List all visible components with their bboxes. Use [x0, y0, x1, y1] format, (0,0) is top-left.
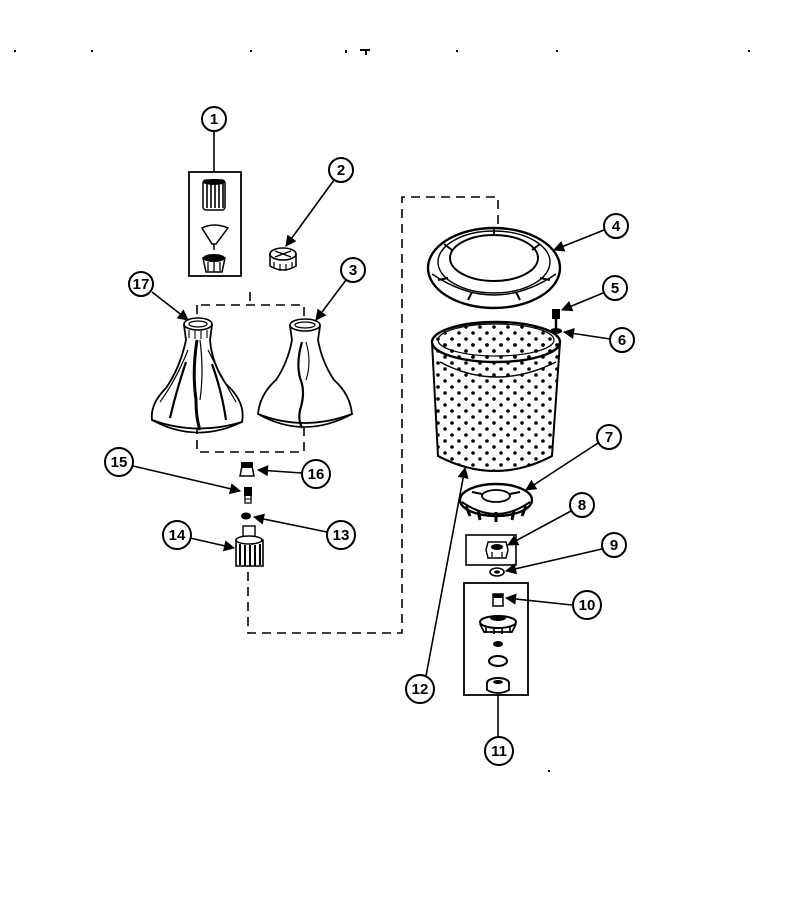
callout-16: 16 [256, 459, 331, 489]
part-9-nut [489, 567, 505, 577]
callout-10: 10 [504, 590, 602, 620]
callout-label-13: 13 [333, 527, 350, 544]
part-8-spanner-nut [465, 534, 517, 566]
part-17-agitator [150, 317, 244, 434]
part-13-washer [241, 512, 251, 520]
callout-2: 2 [285, 157, 354, 247]
callout-15: 15 [104, 447, 242, 495]
part-7-hub [458, 482, 534, 522]
part-11-bearing [486, 677, 510, 694]
callout-13: 13 [252, 513, 356, 550]
callout-11: 11 [484, 695, 514, 766]
callout-12: 12 [405, 466, 469, 704]
assembly-line-14-to-tub [247, 196, 499, 634]
callout-1: 1 [201, 106, 227, 172]
callout-8: 8 [507, 492, 595, 546]
part-12-wash-basket [430, 320, 562, 472]
callout-label-7: 7 [605, 429, 613, 446]
callout-label-9: 9 [610, 537, 618, 554]
part-3-agitator [257, 318, 353, 429]
callout-label-11: 11 [491, 743, 507, 760]
callout-6: 6 [562, 327, 635, 353]
callout-label-4: 4 [612, 218, 621, 235]
callout-9: 9 [504, 532, 627, 575]
callout-label-10: 10 [579, 597, 596, 614]
callout-3: 3 [315, 257, 366, 321]
part-1-agitator-cap-kit [188, 171, 242, 277]
part-5-screw [552, 309, 560, 328]
part-2-cap [269, 247, 297, 271]
callout-14: 14 [162, 520, 236, 552]
callout-label-12: 12 [412, 681, 429, 698]
callout-label-17: 17 [133, 276, 150, 293]
part-14-coupling [235, 525, 264, 567]
part-10-seal-kit [463, 582, 529, 696]
part-15-bolt [244, 487, 252, 504]
callout-label-14: 14 [169, 527, 186, 544]
callout-label-2: 2 [337, 162, 345, 179]
callout-label-1: 1 [210, 111, 218, 128]
scan-artifacts [14, 49, 750, 772]
callout-4: 4 [552, 213, 629, 252]
callout-17: 17 [128, 271, 189, 321]
callout-label-5: 5 [611, 280, 619, 297]
callout-label-6: 6 [618, 332, 626, 349]
callout-label-3: 3 [349, 262, 357, 279]
callout-label-16: 16 [308, 466, 325, 483]
callout-5: 5 [560, 275, 628, 312]
callout-label-15: 15 [111, 454, 128, 471]
callout-7: 7 [525, 424, 622, 491]
callout-label-8: 8 [578, 497, 586, 514]
part-4-tub-ring [426, 226, 562, 310]
part-16-nut [239, 462, 255, 477]
